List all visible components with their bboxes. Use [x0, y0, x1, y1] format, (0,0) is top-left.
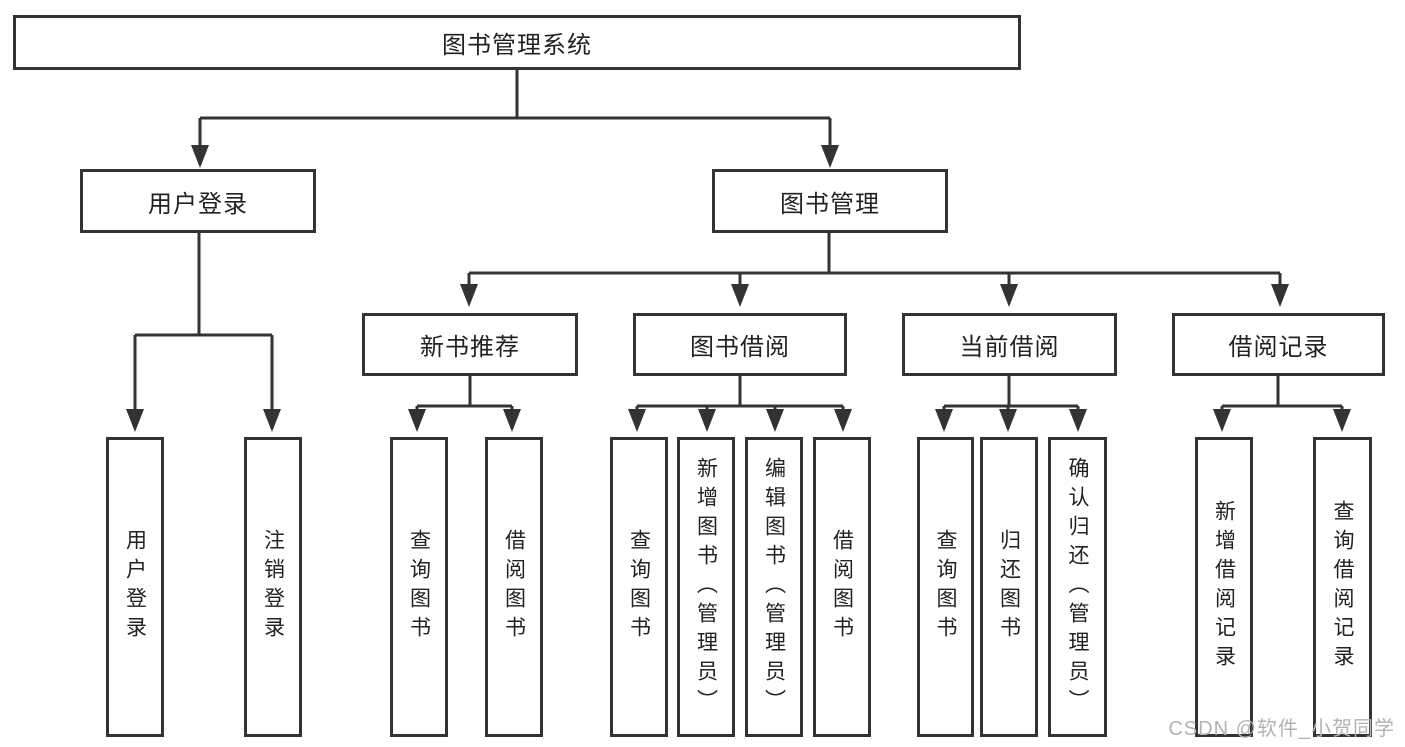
node-current-borrow-label: 当前借阅 [959, 334, 1060, 361]
leaf-borrow-edit-books-admin-label: 编辑图书（管理员） [762, 456, 786, 718]
leaf-borrow-add-books-admin-label: 新增图书（管理员） [694, 456, 718, 718]
node-book-borrow-label: 图书借阅 [690, 334, 790, 361]
node-user-login-label: 用户登录 [148, 190, 248, 218]
leaf-recommend-query-books-label: 查询图书 [407, 529, 431, 645]
leaf-current-return-books: 归还图书 [980, 437, 1038, 737]
leaf-current-confirm-return-admin-label: 确认归还（管理员） [1066, 456, 1089, 718]
leaf-current-query-books-label: 查询图书 [934, 529, 957, 645]
node-user-login: 用户登录 [80, 169, 316, 233]
leaf-borrow-borrow-books: 借阅图书 [813, 437, 871, 737]
leaf-borrow-query-books: 查询图书 [610, 437, 668, 737]
connector-new-book-recommend [415, 376, 514, 409]
leaf-records-add-record: 新增借阅记录 [1195, 437, 1253, 737]
node-book-borrow: 图书借阅 [633, 313, 847, 376]
leaf-user-login: 用户登录 [106, 437, 164, 737]
leaf-logout-label: 注销登录 [261, 529, 285, 645]
node-root: 图书管理系统 [13, 15, 1021, 70]
leaf-user-login-label: 用户登录 [123, 529, 147, 645]
connector-book-management [467, 233, 1282, 284]
connector-user-login [133, 233, 274, 409]
arrowheads [126, 145, 1351, 432]
leaf-recommend-borrow-books: 借阅图书 [485, 437, 543, 737]
leaf-borrow-borrow-books-label: 借阅图书 [830, 529, 854, 645]
node-borrow-records: 借阅记录 [1172, 313, 1385, 376]
leaf-records-add-record-label: 新增借阅记录 [1212, 500, 1236, 674]
leaf-borrow-add-books-admin: 新增图书（管理员） [677, 437, 735, 737]
node-borrow-records-label: 借阅记录 [1228, 334, 1329, 361]
connector-borrow-records [1220, 376, 1344, 409]
leaf-logout: 注销登录 [244, 437, 302, 737]
connector-current-borrow [942, 376, 1080, 409]
node-root-label: 图书管理系统 [442, 32, 592, 59]
leaf-recommend-borrow-books-label: 借阅图书 [502, 529, 526, 645]
leaf-current-confirm-return-admin: 确认归还（管理员） [1048, 437, 1107, 737]
leaf-recommend-query-books: 查询图书 [390, 437, 448, 737]
node-new-book-recommend: 新书推荐 [362, 313, 578, 376]
node-book-management: 图书管理 [712, 169, 948, 233]
connector-root [198, 69, 832, 145]
leaf-current-query-books: 查询图书 [917, 437, 974, 737]
leaf-borrow-edit-books-admin: 编辑图书（管理员） [745, 437, 803, 737]
leaf-records-query-record: 查询借阅记录 [1313, 437, 1372, 737]
leaf-current-return-books-label: 归还图书 [997, 529, 1021, 645]
node-current-borrow: 当前借阅 [902, 313, 1117, 376]
node-book-management-label: 图书管理 [780, 190, 880, 218]
csdn-watermark: CSDN @软件_小贺同学 [1168, 718, 1395, 740]
connector-book-borrow [635, 376, 845, 409]
leaf-records-query-record-label: 查询借阅记录 [1331, 500, 1354, 674]
node-new-book-recommend-label: 新书推荐 [420, 334, 520, 361]
leaf-borrow-query-books-label: 查询图书 [627, 529, 651, 645]
